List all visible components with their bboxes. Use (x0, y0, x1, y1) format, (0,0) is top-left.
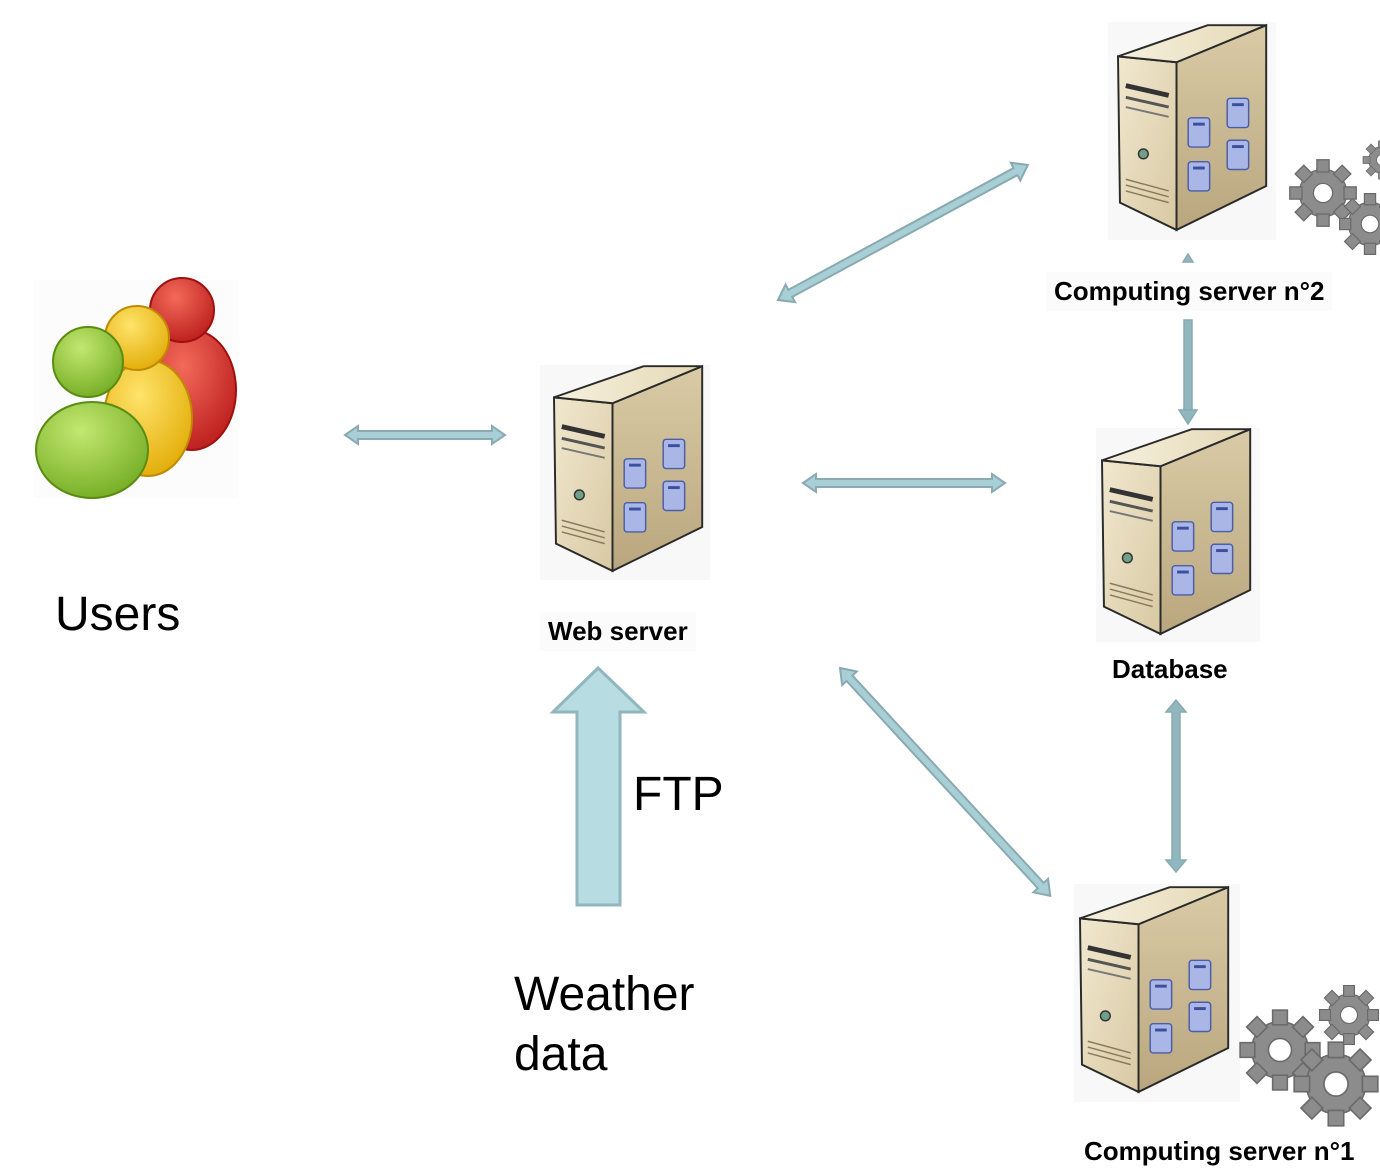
ftp-label: FTP (633, 768, 724, 821)
computing-server-1-icon (1074, 884, 1240, 1102)
database-label: Database (1112, 654, 1228, 684)
users-label: Users (55, 588, 181, 641)
arrow-database-computing1 (1164, 698, 1188, 874)
weather-data-label-line2: data (514, 1028, 608, 1081)
web-server-label: Web server (540, 612, 696, 651)
computing-server-2-icon (1108, 22, 1276, 240)
arrow-web-computing2 (776, 161, 1030, 304)
weather-data-label-line1: Weather (514, 968, 695, 1021)
arrow-web-computing1 (838, 666, 1052, 898)
database-server-icon (1096, 428, 1260, 642)
gears-icon-computing1 (1239, 984, 1380, 1127)
connectors (343, 424, 1007, 494)
users-group-icon (34, 277, 238, 499)
arrow-users-web (343, 424, 507, 446)
arrow-computing2-database (1177, 252, 1199, 426)
computing-server-2-label: Computing server n°2 (1046, 272, 1333, 311)
computing-server-1-label: Computing server n°1 (1084, 1136, 1355, 1166)
ftp-arrow (549, 665, 648, 907)
arrow-web-database (801, 472, 1007, 494)
web-server-icon (540, 365, 710, 580)
gears-icon-computing2 (1289, 140, 1380, 255)
